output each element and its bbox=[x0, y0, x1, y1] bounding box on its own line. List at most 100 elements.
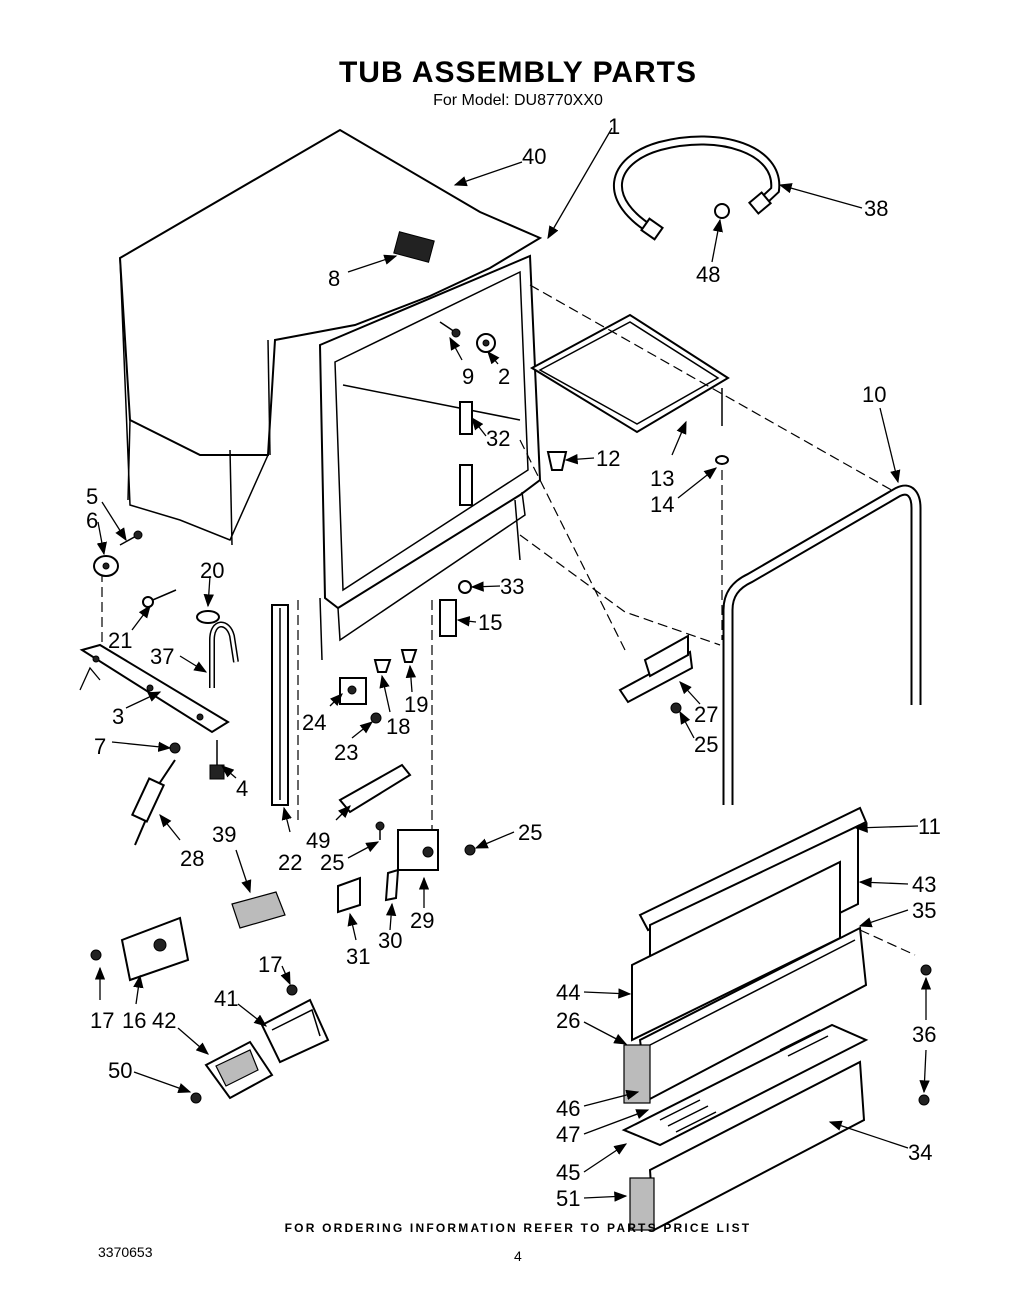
callout-labels: 1 2 3 4 5 6 7 8 9 10 11 12 13 14 15 16 1… bbox=[86, 114, 941, 1211]
foot-6 bbox=[93, 555, 119, 577]
dash-line bbox=[859, 929, 916, 956]
callout-30: 30 bbox=[378, 928, 402, 953]
nut-2 bbox=[476, 333, 496, 353]
callout-39: 39 bbox=[212, 822, 236, 847]
spacer-15 bbox=[439, 599, 457, 637]
callout-11: 11 bbox=[918, 814, 941, 839]
callout-10: 10 bbox=[862, 382, 886, 407]
callout-46: 46 bbox=[556, 1096, 580, 1121]
callout-26: 26 bbox=[556, 1008, 580, 1033]
callout-38: 38 bbox=[864, 196, 888, 221]
bracket-41 bbox=[260, 998, 330, 1064]
callout-35: 35 bbox=[912, 898, 936, 923]
dash-line bbox=[519, 534, 721, 646]
callout-18: 18 bbox=[386, 714, 410, 739]
vent-8 bbox=[393, 231, 435, 263]
callout-20: 20 bbox=[200, 558, 224, 583]
callout-47: 47 bbox=[556, 1122, 580, 1147]
screw-17b bbox=[286, 984, 298, 996]
tub-wrap-40 bbox=[118, 128, 543, 546]
callout-19: 19 bbox=[404, 692, 428, 717]
callout-50: 50 bbox=[108, 1058, 132, 1083]
callout-17b: 17 bbox=[258, 952, 282, 977]
callout-27: 27 bbox=[694, 702, 718, 727]
clip-12 bbox=[546, 451, 568, 471]
callout-49: 49 bbox=[306, 828, 330, 853]
dash-line bbox=[519, 439, 626, 651]
callout-8: 8 bbox=[328, 266, 340, 291]
hook-37 bbox=[209, 621, 239, 688]
document-number: 3370653 bbox=[98, 1244, 153, 1260]
bolt-5 bbox=[119, 530, 143, 546]
valve-24 bbox=[339, 677, 367, 705]
spring-28 bbox=[130, 759, 176, 846]
lever-49 bbox=[338, 763, 412, 814]
screw-36b bbox=[918, 1094, 930, 1106]
callout-6: 6 bbox=[86, 508, 98, 533]
callout-43: 43 bbox=[912, 872, 936, 897]
callout-21: 21 bbox=[108, 628, 132, 653]
screw-25a bbox=[375, 821, 385, 840]
callout-7: 7 bbox=[94, 734, 106, 759]
nut-4 bbox=[209, 740, 225, 780]
callout-37: 37 bbox=[150, 644, 174, 669]
rack-track-13 bbox=[529, 313, 730, 434]
screw-25b bbox=[464, 844, 476, 856]
insulation-51 bbox=[629, 1177, 655, 1231]
screw-36a bbox=[920, 964, 932, 976]
nut-33 bbox=[458, 580, 472, 594]
foam-39 bbox=[231, 891, 286, 929]
callout-34: 34 bbox=[908, 1140, 932, 1165]
callout-14: 14 bbox=[650, 492, 674, 517]
screw-17a bbox=[90, 949, 102, 961]
ordering-note: FOR ORDERING INFORMATION REFER TO PARTS … bbox=[284, 1221, 752, 1235]
clip-18 bbox=[373, 659, 392, 673]
callout-42: 42 bbox=[152, 1008, 176, 1033]
screw-25c bbox=[670, 702, 682, 714]
screw-23 bbox=[370, 712, 382, 724]
callout-41: 41 bbox=[214, 986, 238, 1011]
page-title: TUB ASSEMBLY PARTS bbox=[338, 56, 698, 89]
callout-25a: 25 bbox=[694, 732, 718, 757]
screw-washer-14 bbox=[715, 388, 729, 465]
callout-4: 4 bbox=[236, 776, 248, 801]
callout-36: 36 bbox=[912, 1022, 936, 1047]
callout-45: 45 bbox=[556, 1160, 580, 1185]
callout-25c: 25 bbox=[518, 820, 542, 845]
callout-12: 12 bbox=[596, 446, 620, 471]
plate-31 bbox=[337, 876, 361, 914]
bracket-3 bbox=[79, 643, 230, 734]
cover-42 bbox=[204, 1040, 274, 1100]
callout-24: 24 bbox=[302, 710, 326, 735]
arm-30 bbox=[384, 868, 400, 902]
callout-5: 5 bbox=[86, 484, 98, 509]
callout-1: 1 bbox=[608, 114, 620, 139]
tub-frame-10 bbox=[722, 484, 922, 805]
panel-11 bbox=[638, 806, 868, 932]
hose-38 bbox=[612, 135, 781, 241]
callout-13: 13 bbox=[650, 466, 674, 491]
screw-7 bbox=[169, 742, 181, 754]
callout-31: 31 bbox=[346, 944, 370, 969]
callout-2: 2 bbox=[498, 364, 510, 389]
clip-19 bbox=[400, 649, 418, 663]
callout-9: 9 bbox=[462, 364, 474, 389]
callout-51: 51 bbox=[556, 1186, 580, 1211]
ring-20 bbox=[196, 610, 220, 624]
vent-grille-45 bbox=[621, 1023, 869, 1147]
callout-32: 32 bbox=[486, 426, 510, 451]
callout-25b: 25 bbox=[320, 850, 344, 875]
strip-22 bbox=[271, 604, 289, 806]
hinge-16 bbox=[120, 916, 190, 982]
page-number: 4 bbox=[514, 1248, 522, 1264]
callout-48: 48 bbox=[696, 262, 720, 287]
callout-16: 16 bbox=[122, 1008, 146, 1033]
model-subtitle: For Model: DU8770XX0 bbox=[433, 92, 603, 109]
callout-44: 44 bbox=[556, 980, 580, 1005]
leader-lines bbox=[79, 127, 932, 1202]
bracket-27 bbox=[618, 634, 694, 704]
callout-15: 15 bbox=[478, 610, 502, 635]
screw-50 bbox=[190, 1092, 202, 1104]
callout-23: 23 bbox=[334, 740, 358, 765]
